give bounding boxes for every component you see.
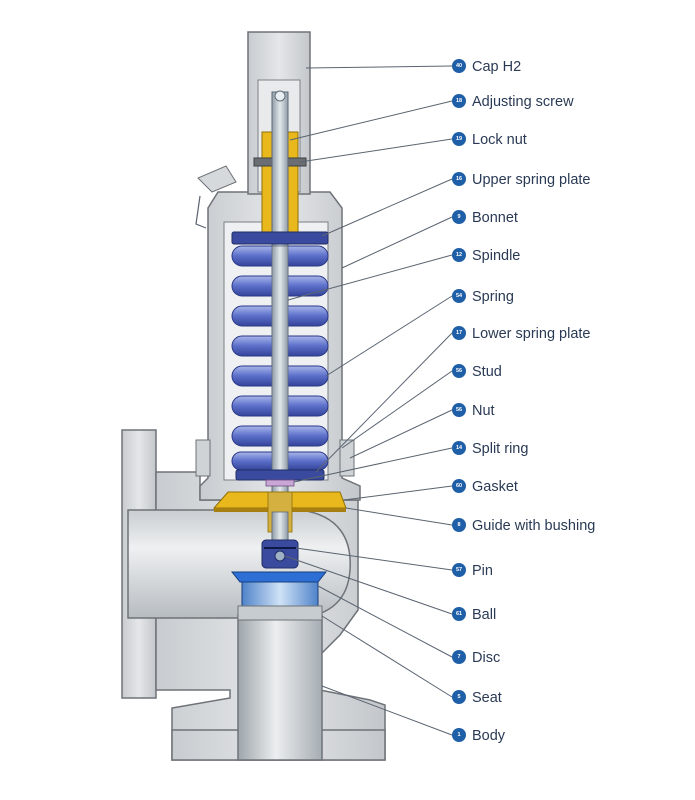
spring [231, 245, 329, 473]
callout-number: 9 [457, 214, 460, 220]
inlet-bore [237, 614, 323, 761]
callout-marker [452, 210, 466, 224]
callout-label-seat: Seat [472, 690, 502, 706]
callout-label-pin: Pin [472, 563, 493, 579]
callout-upper-spring-plate: 16 Upper spring plate [321, 172, 591, 237]
callout-marker [452, 728, 466, 742]
callout-number: 8 [457, 522, 460, 528]
callout-marker [452, 518, 466, 532]
callout-spindle: 12 Spindle [287, 248, 520, 301]
callout-label-nut: Nut [472, 403, 495, 419]
callout-label-upper-spring-plate: Upper spring plate [472, 172, 591, 188]
callout-nut: 56 Nut [349, 403, 495, 459]
callout-lower-spring-plate: 17 Lower spring plate [315, 326, 591, 473]
callout-marker [452, 607, 466, 621]
ball [274, 550, 286, 562]
callout-adjusting-screw: 18 Adjusting screw [289, 94, 574, 141]
callout-disc: 7 Disc [317, 585, 500, 666]
callout-number: 19 [456, 136, 462, 142]
callout-number: 60 [456, 483, 462, 489]
callout-number: 14 [456, 445, 463, 451]
seat [237, 605, 323, 621]
callout-marker [452, 326, 466, 340]
callout-label-split-ring: Split ring [472, 441, 528, 457]
callout-seat: 5 Seat [321, 615, 502, 706]
callout-number: 54 [456, 293, 463, 299]
bonnet-boss-left [195, 439, 211, 477]
callout-marker [452, 563, 466, 577]
disc-lip [230, 571, 328, 583]
callout-marker [452, 132, 466, 146]
callout-number: 57 [456, 567, 462, 573]
callout-stud: 56 Stud [341, 364, 502, 449]
callout-number: 17 [456, 330, 462, 336]
callout-label-body: Body [472, 728, 506, 744]
spindle-front [271, 245, 289, 473]
callout-cap: 40 Cap H2 [305, 59, 521, 75]
callout-number: 56 [456, 368, 462, 374]
callout-number: 18 [456, 98, 462, 104]
seal-tag [195, 195, 207, 229]
callout-spring: 54 Spring [325, 289, 514, 377]
callout-number: 12 [456, 252, 462, 258]
callout-marker [452, 94, 466, 108]
upper-spring-plate [231, 231, 329, 245]
callout-number: 16 [456, 176, 462, 182]
callout-pin: 57 Pin [295, 547, 493, 579]
callout-number: 40 [456, 63, 462, 69]
callout-number: 1 [457, 732, 460, 738]
callout-marker [452, 248, 466, 262]
callout-label-cap: Cap H2 [472, 59, 521, 75]
callout-split-ring: 14 Split ring [293, 441, 528, 483]
callout-marker [452, 364, 466, 378]
callout-marker [452, 59, 466, 73]
callouts: 40 Cap H2 18 Adjusting screw 19 Lock nut… [284, 59, 595, 744]
callout-marker [452, 479, 466, 493]
callout-bonnet: 9 Bonnet [341, 210, 518, 269]
callout-number: 7 [457, 654, 460, 660]
callout-marker [452, 650, 466, 664]
seal-wire [197, 165, 237, 193]
callout-marker [452, 403, 466, 417]
callout-number: 61 [456, 611, 462, 617]
callout-marker [452, 172, 466, 186]
callout-number: 5 [457, 694, 460, 700]
callout-label-adjusting-screw: Adjusting screw [472, 94, 574, 110]
callout-number: 56 [456, 407, 462, 413]
callout-label-lock-nut: Lock nut [472, 132, 527, 148]
callout-label-gasket: Gasket [472, 479, 518, 495]
callout-label-bonnet: Bonnet [472, 210, 518, 226]
callout-gasket: 60 Gasket [343, 479, 518, 501]
callout-label-disc: Disc [472, 650, 500, 666]
callout-label-ball: Ball [472, 607, 496, 623]
callout-label-spring: Spring [472, 289, 514, 305]
callout-label-stud: Stud [472, 364, 502, 380]
callout-body: 1 Body [321, 685, 506, 744]
callout-guide-with-bushing: 8 Guide with bushing [345, 507, 595, 534]
callout-label-guide-with-bushing: Guide with bushing [472, 518, 595, 534]
callout-label-lower-spring-plate: Lower spring plate [472, 326, 591, 342]
callout-marker [452, 690, 466, 704]
callout-lock-nut: 19 Lock nut [299, 132, 527, 163]
callout-marker [452, 441, 466, 455]
callout-ball: 61 Ball [284, 555, 496, 623]
callout-label-spindle: Spindle [472, 248, 520, 264]
split-ring [265, 479, 295, 487]
disc-assembly [230, 511, 328, 621]
spindle-top-eye [274, 90, 286, 102]
callout-marker [452, 289, 466, 303]
